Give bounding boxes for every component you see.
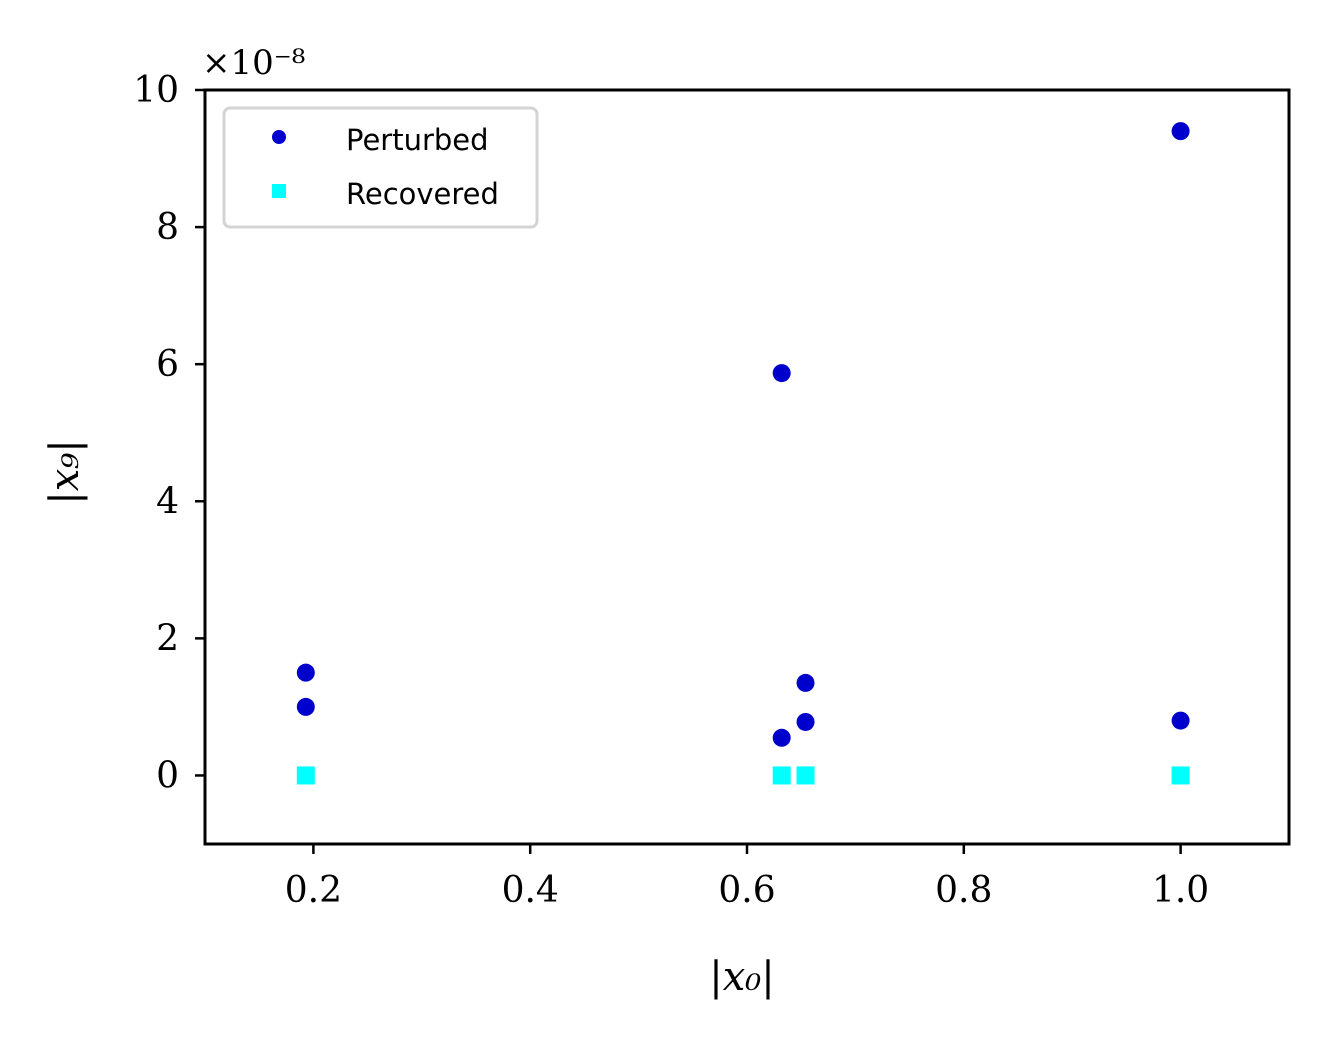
point-perturbed [296,697,315,716]
point-perturbed [772,364,791,383]
point-perturbed [296,663,315,682]
legend-label-perturbed: Perturbed [346,123,489,157]
legend-box [222,106,539,229]
y-tick-label: 2 [156,618,179,659]
y-tick-label: 10 [133,70,179,111]
y-axis-label: |x₉| [42,439,88,505]
ticks-layer: 0.2 0.4 0.6 0.8 1.0 0 2 4 6 8 10 [133,70,1209,911]
legend-marker-perturbed [272,130,286,144]
y-tick-label: 4 [156,481,179,522]
point-recovered [296,766,315,785]
legend-marker-recovered [272,184,286,198]
legend-label-recovered: Recovered [346,177,499,211]
point-recovered [796,766,815,785]
y-tick-label: 0 [156,755,179,796]
marks-layer [296,122,1190,785]
x-axis-label: |x₀| [709,954,775,1000]
x-tick-label: 0.8 [935,870,992,911]
y-tick-label: 8 [156,207,179,248]
plot-frame [203,88,1291,846]
point-recovered [1171,766,1190,785]
point-recovered [772,766,791,785]
x-tick-label: 1.0 [1152,870,1209,911]
point-perturbed [796,673,815,692]
x-tick-label: 0.6 [718,870,775,911]
y-tick-label: 6 [156,344,179,385]
y-scale-label: ×10⁻⁸ [202,43,305,83]
point-perturbed [772,728,791,747]
point-perturbed [1171,122,1190,141]
legend: Perturbed Recovered [222,106,539,229]
x-tick-label: 0.4 [502,870,559,911]
x-tick-label: 0.2 [285,870,342,911]
point-perturbed [1171,711,1190,730]
point-perturbed [796,712,815,731]
